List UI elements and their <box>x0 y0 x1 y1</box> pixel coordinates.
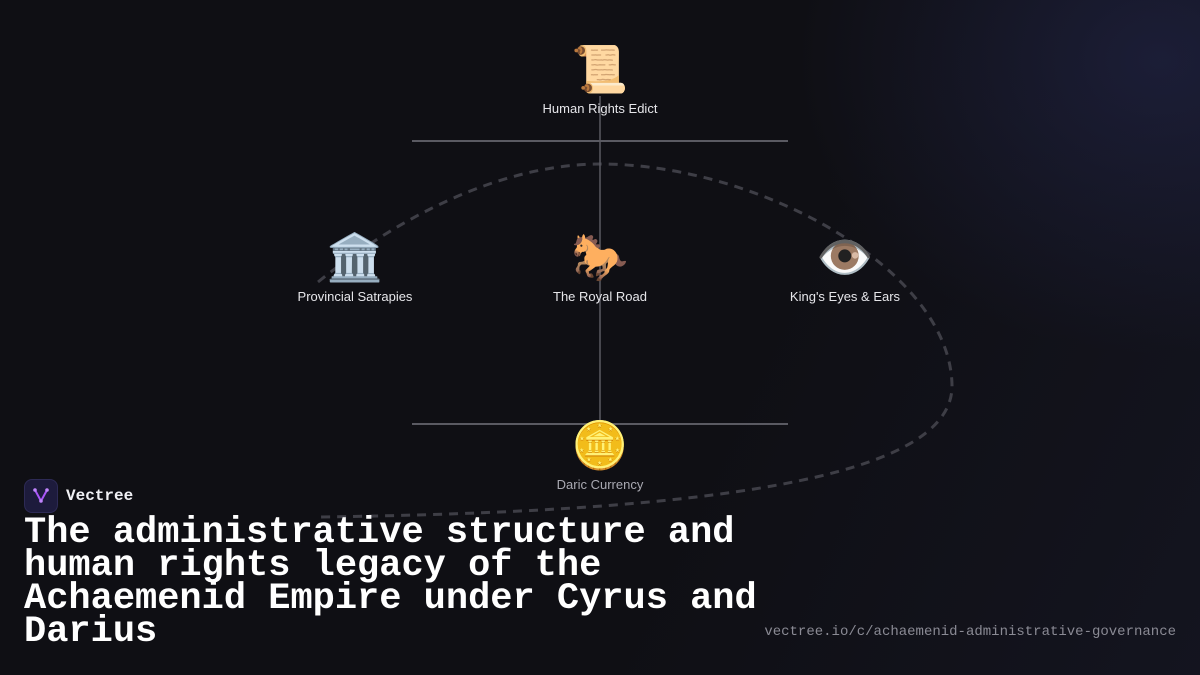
node-kings-eyes-ears: 👁️ King's Eyes & Ears <box>745 229 945 304</box>
node-daric-currency: 🪙 Daric Currency <box>500 417 700 492</box>
node-label: Daric Currency <box>556 477 644 492</box>
horse-icon: 🐎 <box>571 230 629 284</box>
node-label: Human Rights Edict <box>542 101 658 116</box>
node-label: Provincial Satrapies <box>297 289 413 304</box>
node-royal-road: 🐎 The Royal Road <box>500 229 700 304</box>
node-human-rights-edict: 📜 Human Rights Edict <box>500 41 700 116</box>
vectree-logo-icon <box>24 479 58 513</box>
dashed-orbit-path <box>317 162 954 519</box>
node-provincial-satrapies: 🏛️ Provincial Satrapies <box>255 229 455 304</box>
scroll-icon: 📜 <box>571 42 629 96</box>
eye-icon: 👁️ <box>816 230 874 284</box>
classical-building-icon: 🏛️ <box>326 230 384 284</box>
page-url: vectree.io/c/achaemenid-administrative-g… <box>764 624 1176 640</box>
node-label: King's Eyes & Ears <box>789 289 901 304</box>
brand-name: Vectree <box>66 487 134 505</box>
node-label: The Royal Road <box>553 289 647 304</box>
brand: Vectree <box>24 479 133 513</box>
coin-icon: 🪙 <box>571 418 629 472</box>
page-title: The administrative structure and human r… <box>24 512 757 653</box>
